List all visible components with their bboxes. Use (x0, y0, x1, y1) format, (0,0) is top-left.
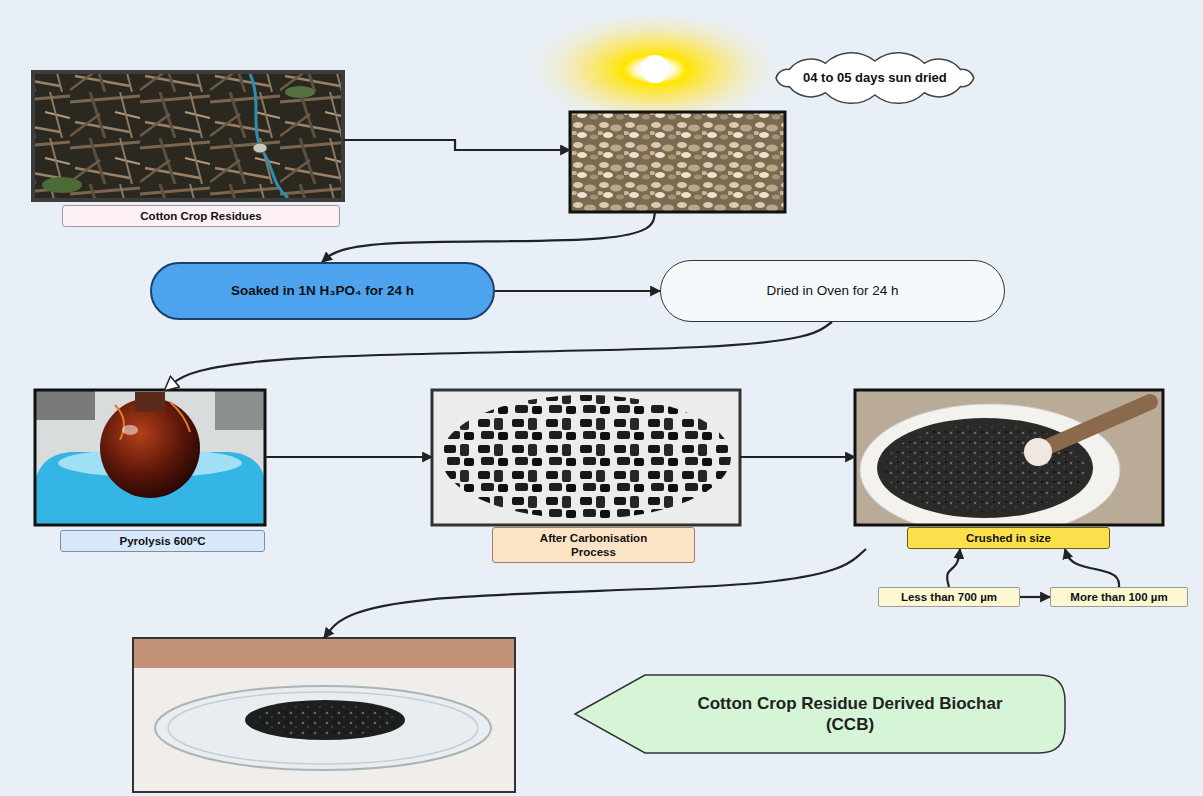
caption-label: Pyrolysis 600ºC (60, 530, 265, 552)
stalk-pile (35, 74, 341, 198)
photo-frame (33, 72, 343, 200)
process-text: Dried in Oven for 24 h (766, 282, 898, 300)
flow-arrow (740, 456, 855, 458)
caption-label: After Carbonisation Process (492, 527, 695, 563)
pestle-head (1024, 438, 1052, 466)
biochar-pile (245, 700, 405, 740)
biochar-photo (133, 638, 515, 792)
process-pill: Dried in Oven for 24 h (660, 260, 1005, 322)
mortar-photo (855, 390, 1163, 536)
photo-frame (570, 112, 785, 212)
cloud-text: 04 to 05 days sun dried (803, 70, 947, 86)
caption-label: Cotton Crop Residues (62, 205, 340, 227)
banner-outline (575, 675, 1065, 753)
size-box: Less than 700 µm (878, 587, 1020, 607)
photo-panel: Pyrolysis 600ºC (35, 390, 265, 552)
flow-arrow (947, 549, 960, 587)
process-pill: Soaked in 1N H₃PO₄ for 24 h (150, 262, 495, 320)
cloud-shape (776, 53, 974, 104)
size-text: Less than 700 µm (901, 590, 997, 604)
char-pellets (441, 395, 731, 519)
pyrolysis-photo (35, 390, 265, 525)
photo-panel: Cotton Crop Residues (33, 72, 343, 227)
photo-frame (855, 390, 1163, 525)
photo-frame (35, 390, 265, 525)
flask (100, 398, 200, 498)
vapour-streak (170, 402, 190, 432)
sun-glow (535, 0, 775, 112)
carbonised-photo (432, 390, 740, 525)
photo-panel: Cotton Crop Residue Derived Biochar (CCB… (133, 638, 515, 792)
photo-frame (432, 390, 740, 525)
leaf (42, 177, 82, 193)
photo-panel: 04 to 05 days sun dried (570, 112, 785, 212)
flow-arrow (322, 212, 655, 262)
banner-shape (575, 675, 1065, 753)
flow-arrow (343, 140, 570, 150)
flask-neck (135, 392, 165, 412)
pestle-handle (1045, 402, 1150, 448)
thought-cloud: 04 to 05 days sun dried (767, 52, 983, 104)
lab-background (35, 390, 265, 525)
size-box: More than 100 µm (1050, 587, 1188, 607)
rope (250, 74, 288, 198)
flow-arrow (265, 456, 432, 458)
flow-arrow (165, 322, 832, 390)
photo-frame (133, 638, 515, 792)
petri-dish (155, 686, 491, 770)
sun-disk (641, 55, 669, 83)
shelf (35, 390, 95, 420)
dried-chips (570, 112, 785, 212)
process-text: Soaked in 1N H₃PO₄ for 24 h (231, 282, 414, 300)
flow-arrow (1020, 596, 1050, 598)
glare (122, 425, 138, 435)
flow-arrow (1065, 549, 1119, 587)
vapour-streak (115, 405, 124, 440)
pointer-banner: Cotton Crop Residue Derived Biochar (CCB… (575, 675, 1065, 753)
residue-photo (33, 72, 343, 200)
wall (133, 638, 515, 668)
bench (133, 668, 515, 792)
leaf (285, 86, 315, 98)
petri-rim (168, 692, 478, 764)
flow-arrow (495, 290, 660, 292)
photo-panel: After Carbonisation Process (432, 390, 740, 563)
banner-title: Cotton Crop Residue Derived Biochar (CCB… (695, 693, 1005, 735)
dried-photo (570, 112, 785, 212)
rope-knot (253, 143, 267, 153)
biochar-grains (255, 704, 395, 736)
paper (432, 390, 740, 525)
photo-panel: Crushed in size (855, 390, 1163, 549)
size-text: More than 100 µm (1070, 590, 1167, 604)
caption-label: Crushed in size (907, 527, 1110, 549)
shelf (215, 390, 265, 430)
